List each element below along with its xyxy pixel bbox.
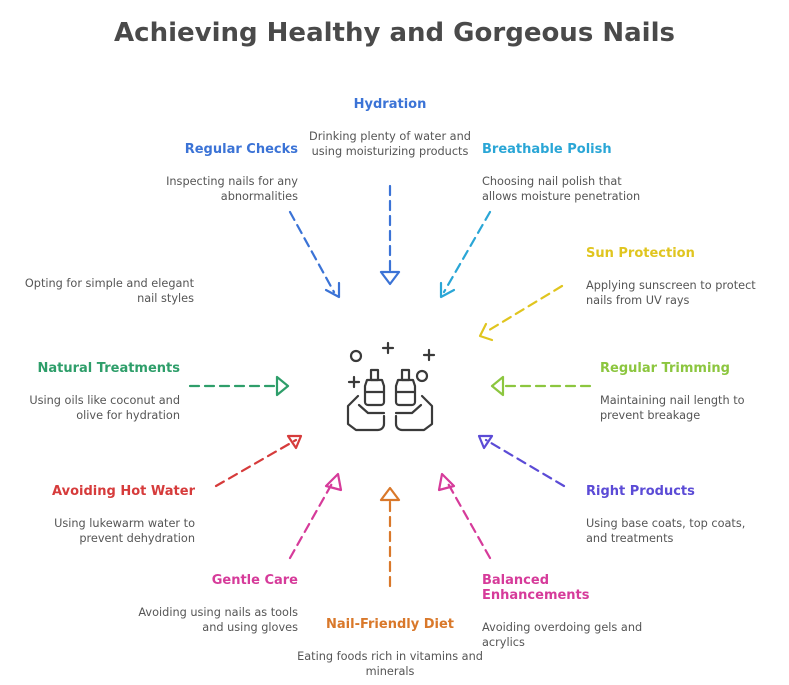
item-regular-checks-label: Regular Checks: [184, 142, 298, 157]
item-natural-treatments: Natural Treatments Using oils like cocon…: [20, 361, 180, 423]
item-sun-protection-label: Sun Protection: [586, 246, 695, 261]
item-gentle-care-label: Gentle Care: [211, 573, 298, 588]
arrowhead-gentle-care: [324, 472, 343, 492]
item-simple-styles: Opting for simple and elegant nail style…: [18, 276, 194, 306]
item-hydration-desc: Drinking plenty of water and using moist…: [309, 130, 471, 158]
arrowhead-avoiding-hot-water: [286, 434, 303, 450]
item-avoiding-hot-water: Avoiding Hot Water Using lukewarm water …: [40, 484, 195, 546]
item-breathable-polish: Breathable Polish Choosing nail polish t…: [482, 142, 657, 204]
item-nail-friendly-diet-label: Nail-Friendly Diet: [326, 617, 454, 632]
item-nail-friendly-diet: Nail-Friendly Diet Eating foods rich in …: [290, 617, 490, 679]
arrow-gentle-care: [288, 478, 336, 560]
item-regular-trimming-desc: Maintaining nail length to prevent break…: [600, 394, 745, 422]
item-sun-protection-desc: Applying sunscreen to protect nails from…: [586, 279, 756, 307]
arrow-balanced-enhancements: [444, 478, 492, 560]
item-gentle-care: Gentle Care Avoiding using nails as tool…: [118, 573, 298, 635]
item-hydration: Hydration Drinking plenty of water and u…: [295, 97, 485, 159]
item-avoiding-hot-water-label: Avoiding Hot Water: [52, 484, 195, 499]
item-regular-trimming-label: Regular Trimming: [600, 361, 730, 376]
nail-polish-hands-icon: [346, 341, 436, 432]
arrowhead-regular-checks: [324, 281, 341, 299]
arrowhead-sun-protection: [478, 322, 494, 342]
item-gentle-care-desc: Avoiding using nails as tools and using …: [138, 606, 298, 634]
arrowhead-regular-trimming: [490, 375, 505, 397]
item-regular-checks: Regular Checks Inspecting nails for any …: [120, 142, 298, 204]
item-regular-trimming: Regular Trimming Maintaining nail length…: [600, 361, 770, 423]
item-simple-styles-desc: Opting for simple and elegant nail style…: [24, 277, 194, 305]
item-balanced-enhancements: Balanced Enhancements Avoiding overdoing…: [482, 573, 657, 650]
page-title: Achieving Healthy and Gorgeous Nails: [114, 18, 675, 48]
arrow-right-products: [484, 438, 566, 488]
arrowhead-breathable-polish: [439, 281, 456, 299]
item-breathable-polish-label: Breathable Polish: [482, 142, 612, 157]
arrow-avoiding-hot-water: [214, 438, 298, 488]
item-regular-checks-desc: Inspecting nails for any abnormalities: [166, 175, 298, 203]
arrowhead-balanced-enhancements: [437, 472, 456, 492]
item-nail-friendly-diet-desc: Eating foods rich in vitamins and minera…: [297, 650, 483, 678]
arrow-regular-checks: [288, 210, 336, 294]
item-right-products: Right Products Using base coats, top coa…: [586, 484, 766, 546]
arrow-breathable-polish: [442, 210, 492, 294]
item-balanced-enhancements-desc: Avoiding overdoing gels and acrylics: [482, 621, 643, 649]
item-sun-protection: Sun Protection Applying sunscreen to pro…: [586, 246, 766, 308]
arrowhead-right-products: [477, 434, 494, 450]
item-right-products-label: Right Products: [586, 484, 695, 499]
item-natural-treatments-label: Natural Treatments: [37, 361, 180, 376]
item-hydration-label: Hydration: [353, 97, 427, 112]
item-avoiding-hot-water-desc: Using lukewarm water to prevent dehydrat…: [54, 517, 195, 545]
item-breathable-polish-desc: Choosing nail polish that allows moistur…: [482, 175, 641, 203]
arrow-sun-protection: [484, 284, 564, 334]
item-balanced-enhancements-label: Balanced Enhancements: [482, 573, 590, 603]
item-right-products-desc: Using base coats, top coats, and treatme…: [586, 517, 746, 545]
item-natural-treatments-desc: Using oils like coconut and olive for hy…: [29, 394, 180, 422]
arrowhead-nail-friendly-diet: [379, 486, 401, 502]
arrowhead-hydration: [379, 270, 401, 286]
arrowhead-natural-treatments: [275, 375, 290, 397]
